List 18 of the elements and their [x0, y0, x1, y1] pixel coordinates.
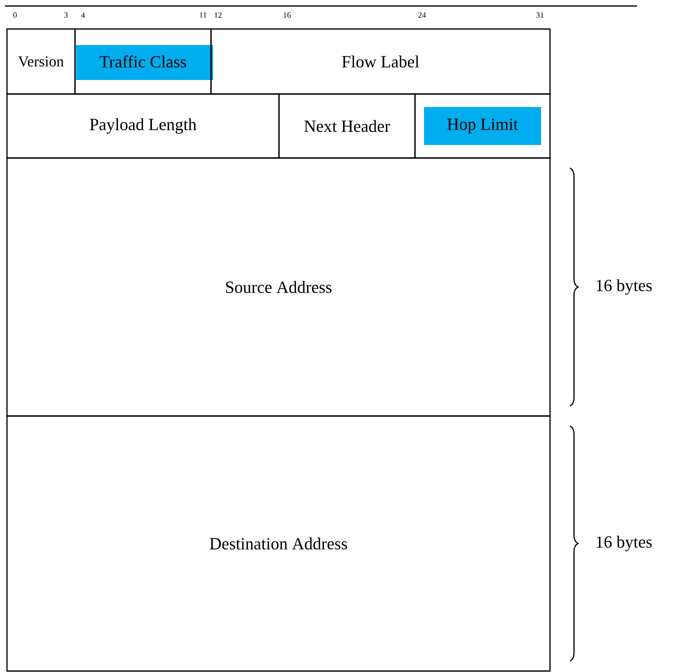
size-label: 16 bytes: [596, 536, 652, 552]
field-box: Destination Address: [6, 415, 551, 672]
field-box: Version: [6, 28, 76, 95]
field-box: Source Address: [6, 157, 551, 417]
bit-number: 3: [64, 12, 68, 18]
field-box: Traffic Class: [74, 28, 213, 95]
bit-number: 0: [13, 12, 17, 18]
bit-number: 11: [200, 12, 206, 18]
bit-number: 4: [81, 12, 85, 18]
size-label: 16 bytes: [596, 279, 652, 295]
bit-number: 31: [536, 12, 544, 18]
bit-number: 16: [284, 12, 291, 18]
field-box: Next Header: [278, 93, 416, 159]
field-box: Flow Label: [210, 28, 551, 95]
field-box: Payload Length: [6, 93, 280, 159]
bit-number: 12: [214, 12, 222, 18]
field-box: Hop Limit: [414, 93, 551, 159]
bit-number: 24: [418, 12, 426, 18]
